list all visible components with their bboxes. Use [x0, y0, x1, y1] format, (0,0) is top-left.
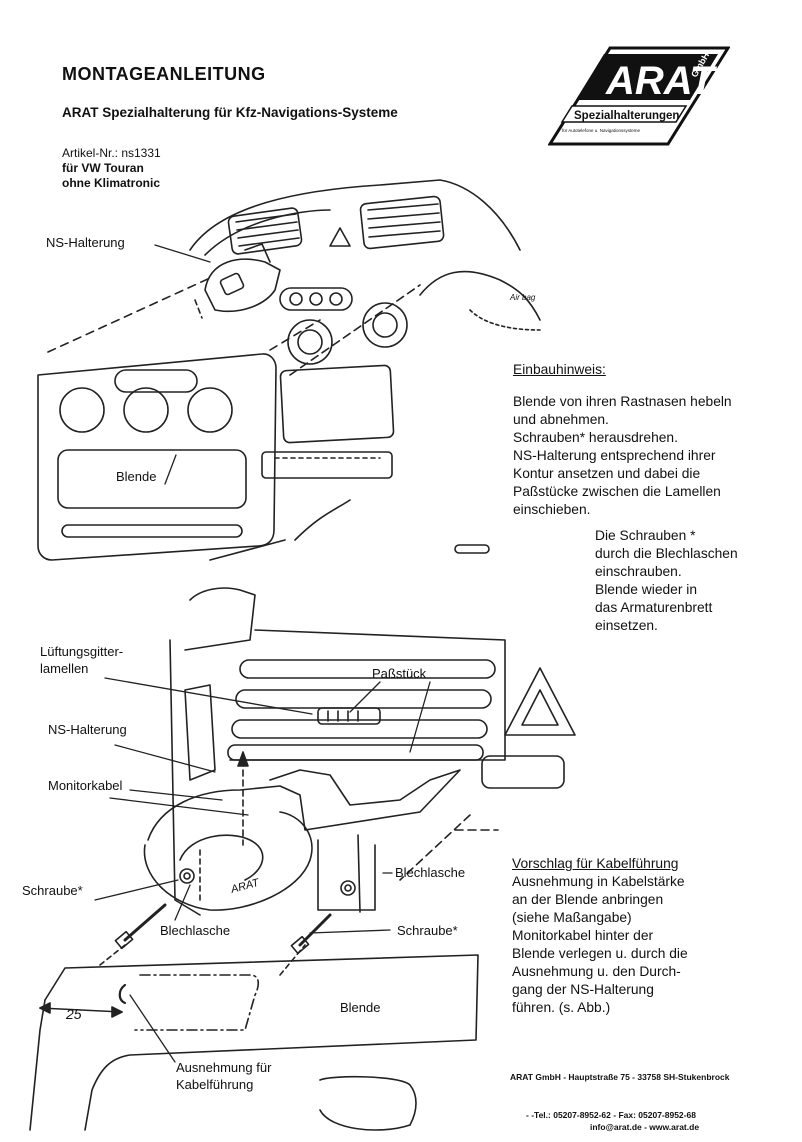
- label-schraube-left: Schraube*: [22, 883, 83, 898]
- installation-instructions: Einbauhinweis: Blende von ihren Rastnase…: [513, 361, 798, 519]
- center-console: [261, 364, 490, 554]
- cable-routing-suggestion: Vorschlag für Kabelführung Ausnehmung in…: [512, 855, 772, 1017]
- cable-heading: Vorschlag für Kabelführung: [512, 856, 679, 871]
- cable-line: (siehe Maßangabe): [512, 910, 632, 925]
- cable-line: an der Blende anbringen: [512, 892, 664, 907]
- label-blechlasche-mid: Blechlasche: [160, 923, 230, 938]
- logo-small-text: für Autotelefone u. Navigationssysteme: [562, 128, 641, 133]
- instruction-line: und abnehmen.: [513, 412, 609, 427]
- vent-detail: [99, 539, 576, 976]
- label-lueftung-1: Lüftungsgitter-: [40, 644, 123, 659]
- cable-line: gang der NS-Halterung: [512, 982, 654, 997]
- label-blende-top: Blende: [116, 469, 156, 484]
- leader-lines: [94, 244, 431, 1063]
- cable-line: führen. (s. Abb.): [512, 1000, 611, 1015]
- installation-instructions-continued: Die Schrauben * durch die Blechlaschen e…: [595, 527, 800, 635]
- blende-bottom: [29, 954, 479, 1131]
- instruction-line: das Armaturenbrett: [595, 600, 713, 615]
- footer-phone: - -Tel.: 05207-8952-62 - Fax: 05207-8952…: [526, 1110, 696, 1120]
- instruction-line: einschrauben.: [595, 564, 682, 579]
- instruction-line: Kontur ansetzen und dabei die: [513, 466, 701, 481]
- label-monitorkabel: Monitorkabel: [48, 778, 123, 793]
- blende-panel: [37, 277, 321, 561]
- dashboard-top: [189, 179, 541, 376]
- footer-address: ARAT GmbH - Hauptstraße 75 - 33758 SH-St…: [510, 1072, 730, 1082]
- instruction-line: Blende wieder in: [595, 582, 698, 597]
- label-blechlasche-right: Blechlasche: [395, 865, 465, 880]
- page-subtitle: ARAT Spezialhalterung für Kfz-Navigation…: [62, 105, 398, 120]
- instructions-heading: Einbauhinweis:: [513, 362, 606, 377]
- footer-web: info@arat.de - www.arat.de: [590, 1122, 700, 1132]
- instruction-line: Paßstücke zwischen die Lamellen: [513, 484, 721, 499]
- label-blende-bottom: Blende: [340, 1000, 380, 1015]
- label-airbag: Air bag: [509, 293, 536, 302]
- label-ns-halterung-top: NS-Halterung: [46, 235, 125, 250]
- vehicle-variant: ohne Klimatronic: [62, 176, 161, 190]
- label-ns-halterung-mid: NS-Halterung: [48, 722, 127, 737]
- label-schraube-right: Schraube*: [397, 923, 458, 938]
- article-number: Artikel-Nr.: ns1331: [62, 146, 161, 160]
- label-passstueck: Paßstück: [372, 666, 427, 681]
- label-lueftung-2: lamellen: [40, 661, 88, 676]
- cable-line: Ausnehmung u. den Durch-: [512, 964, 681, 979]
- cable-line: Monitorkabel hinter der: [512, 928, 654, 943]
- cable-line: Ausnehmung in Kabelstärke: [512, 874, 685, 889]
- label-dimension: 25: [65, 1006, 82, 1022]
- instruction-line: Blende von ihren Rastnasen hebeln: [513, 394, 732, 409]
- instruction-line: einsetzen.: [595, 618, 658, 633]
- arat-engraving: ARAT: [229, 877, 262, 897]
- instruction-line: NS-Halterung entsprechend ihrer: [513, 448, 716, 463]
- instruction-line: einschieben.: [513, 502, 591, 517]
- article-info: Artikel-Nr.: ns1331 für VW Touran ohne K…: [62, 146, 161, 191]
- label-ausnehmung-1: Ausnehmung für: [176, 1060, 272, 1075]
- arat-logo: ARAT GmbH Spezialhalterungen für Autotel…: [548, 46, 730, 146]
- instruction-line: Die Schrauben *: [595, 528, 696, 543]
- cable-line: Blende verlegen u. durch die: [512, 946, 688, 961]
- logo-brand: ARAT: [605, 59, 718, 103]
- label-ausnehmung-2: Kabelführung: [176, 1077, 253, 1092]
- vehicle-model: für VW Touran: [62, 161, 144, 175]
- logo-tagline: Spezialhalterungen: [574, 110, 679, 122]
- page-title: MONTAGEANLEITUNG: [62, 64, 266, 84]
- instruction-line: durch die Blechlaschen: [595, 546, 738, 561]
- instruction-line: Schrauben* herausdrehen.: [513, 430, 678, 445]
